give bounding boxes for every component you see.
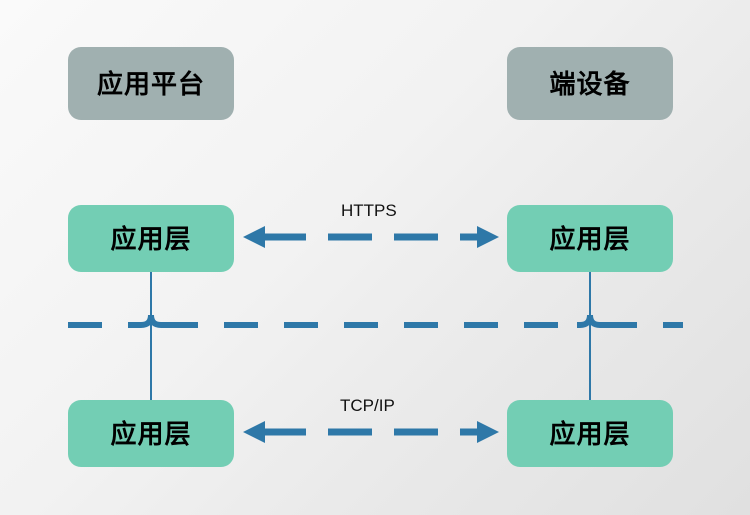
- layer-box-network-left[interactable]: 应用层: [68, 400, 234, 467]
- protocol-label-https: HTTPS: [341, 201, 397, 220]
- layer-label-network-left: 应用层: [110, 418, 192, 449]
- layer-box-application-left[interactable]: 应用层: [68, 205, 234, 272]
- tcpip-arrow: [243, 421, 499, 443]
- header-label-terminal-device: 端设备: [549, 68, 631, 99]
- layer-label-application-right: 应用层: [549, 223, 631, 254]
- layer-label-network-right: 应用层: [549, 418, 631, 449]
- layer-box-network-right[interactable]: 应用层: [507, 400, 673, 467]
- header-label-application-platform: 应用平台: [96, 68, 205, 99]
- layer-box-application-right[interactable]: 应用层: [507, 205, 673, 272]
- boundary-dashed-line: [68, 314, 683, 328]
- https-arrow: [243, 226, 499, 248]
- header-box-application-platform[interactable]: 应用平台: [68, 47, 234, 120]
- protocol-label-tcpip: TCP/IP: [340, 396, 395, 415]
- header-box-terminal-device[interactable]: 端设备: [507, 47, 673, 120]
- layer-label-application-left: 应用层: [110, 223, 192, 254]
